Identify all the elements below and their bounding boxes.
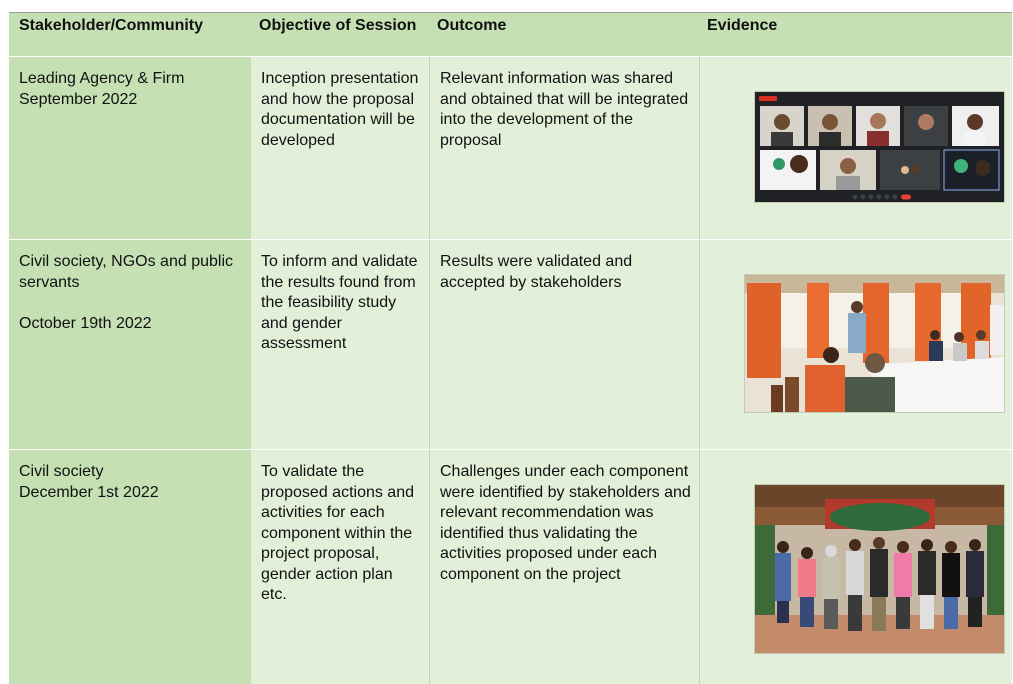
header-outcome: Outcome <box>429 12 699 56</box>
header-stakeholder: Stakeholder/Community <box>9 12 251 56</box>
table-row-2-evidence <box>699 239 1012 449</box>
stakeholder-text: Civil society December 1st 2022 <box>19 463 159 501</box>
stakeholder-text: Civil society, NGOs and public servants … <box>19 253 233 332</box>
table-row-1-stakeholder: Leading Agency & Firm September 2022 <box>9 56 251 239</box>
stakeholder-text: Leading Agency & Firm September 2022 <box>19 70 185 108</box>
header-evidence: Evidence <box>699 12 1012 56</box>
table-row-1-objective: Inception presentation and how the propo… <box>251 56 429 239</box>
stakeholder-consultation-table: Stakeholder/Community Objective of Sessi… <box>9 12 1012 684</box>
table-row-3-evidence <box>699 449 1012 684</box>
table-row-3-stakeholder: Civil society December 1st 2022 <box>9 449 251 684</box>
table-row-3-objective: To validate the proposed actions and act… <box>251 449 429 684</box>
objective-text: To inform and validate the results found… <box>261 253 418 352</box>
outcome-text: Relevant information was shared and obta… <box>440 70 689 149</box>
table-row-2-stakeholder: Civil society, NGOs and public servants … <box>9 239 251 449</box>
table-row-2-objective: To inform and validate the results found… <box>251 239 429 449</box>
outcome-text: Results were validated and accepted by s… <box>440 253 633 291</box>
header-objective: Objective of Session <box>251 12 429 56</box>
table-row-1-evidence <box>699 56 1012 239</box>
outcome-text: Challenges under each component were ide… <box>440 463 691 583</box>
table-row-2-outcome: Results were validated and accepted by s… <box>429 239 699 449</box>
group-photo <box>755 485 1004 653</box>
video-call-screenshot <box>755 92 1004 202</box>
objective-text: To validate the proposed actions and act… <box>261 463 414 603</box>
table-row-1-outcome: Relevant information was shared and obta… <box>429 56 699 239</box>
meeting-room-photo <box>745 275 1004 412</box>
objective-text: Inception presentation and how the propo… <box>261 70 419 149</box>
table-row-3-outcome: Challenges under each component were ide… <box>429 449 699 684</box>
